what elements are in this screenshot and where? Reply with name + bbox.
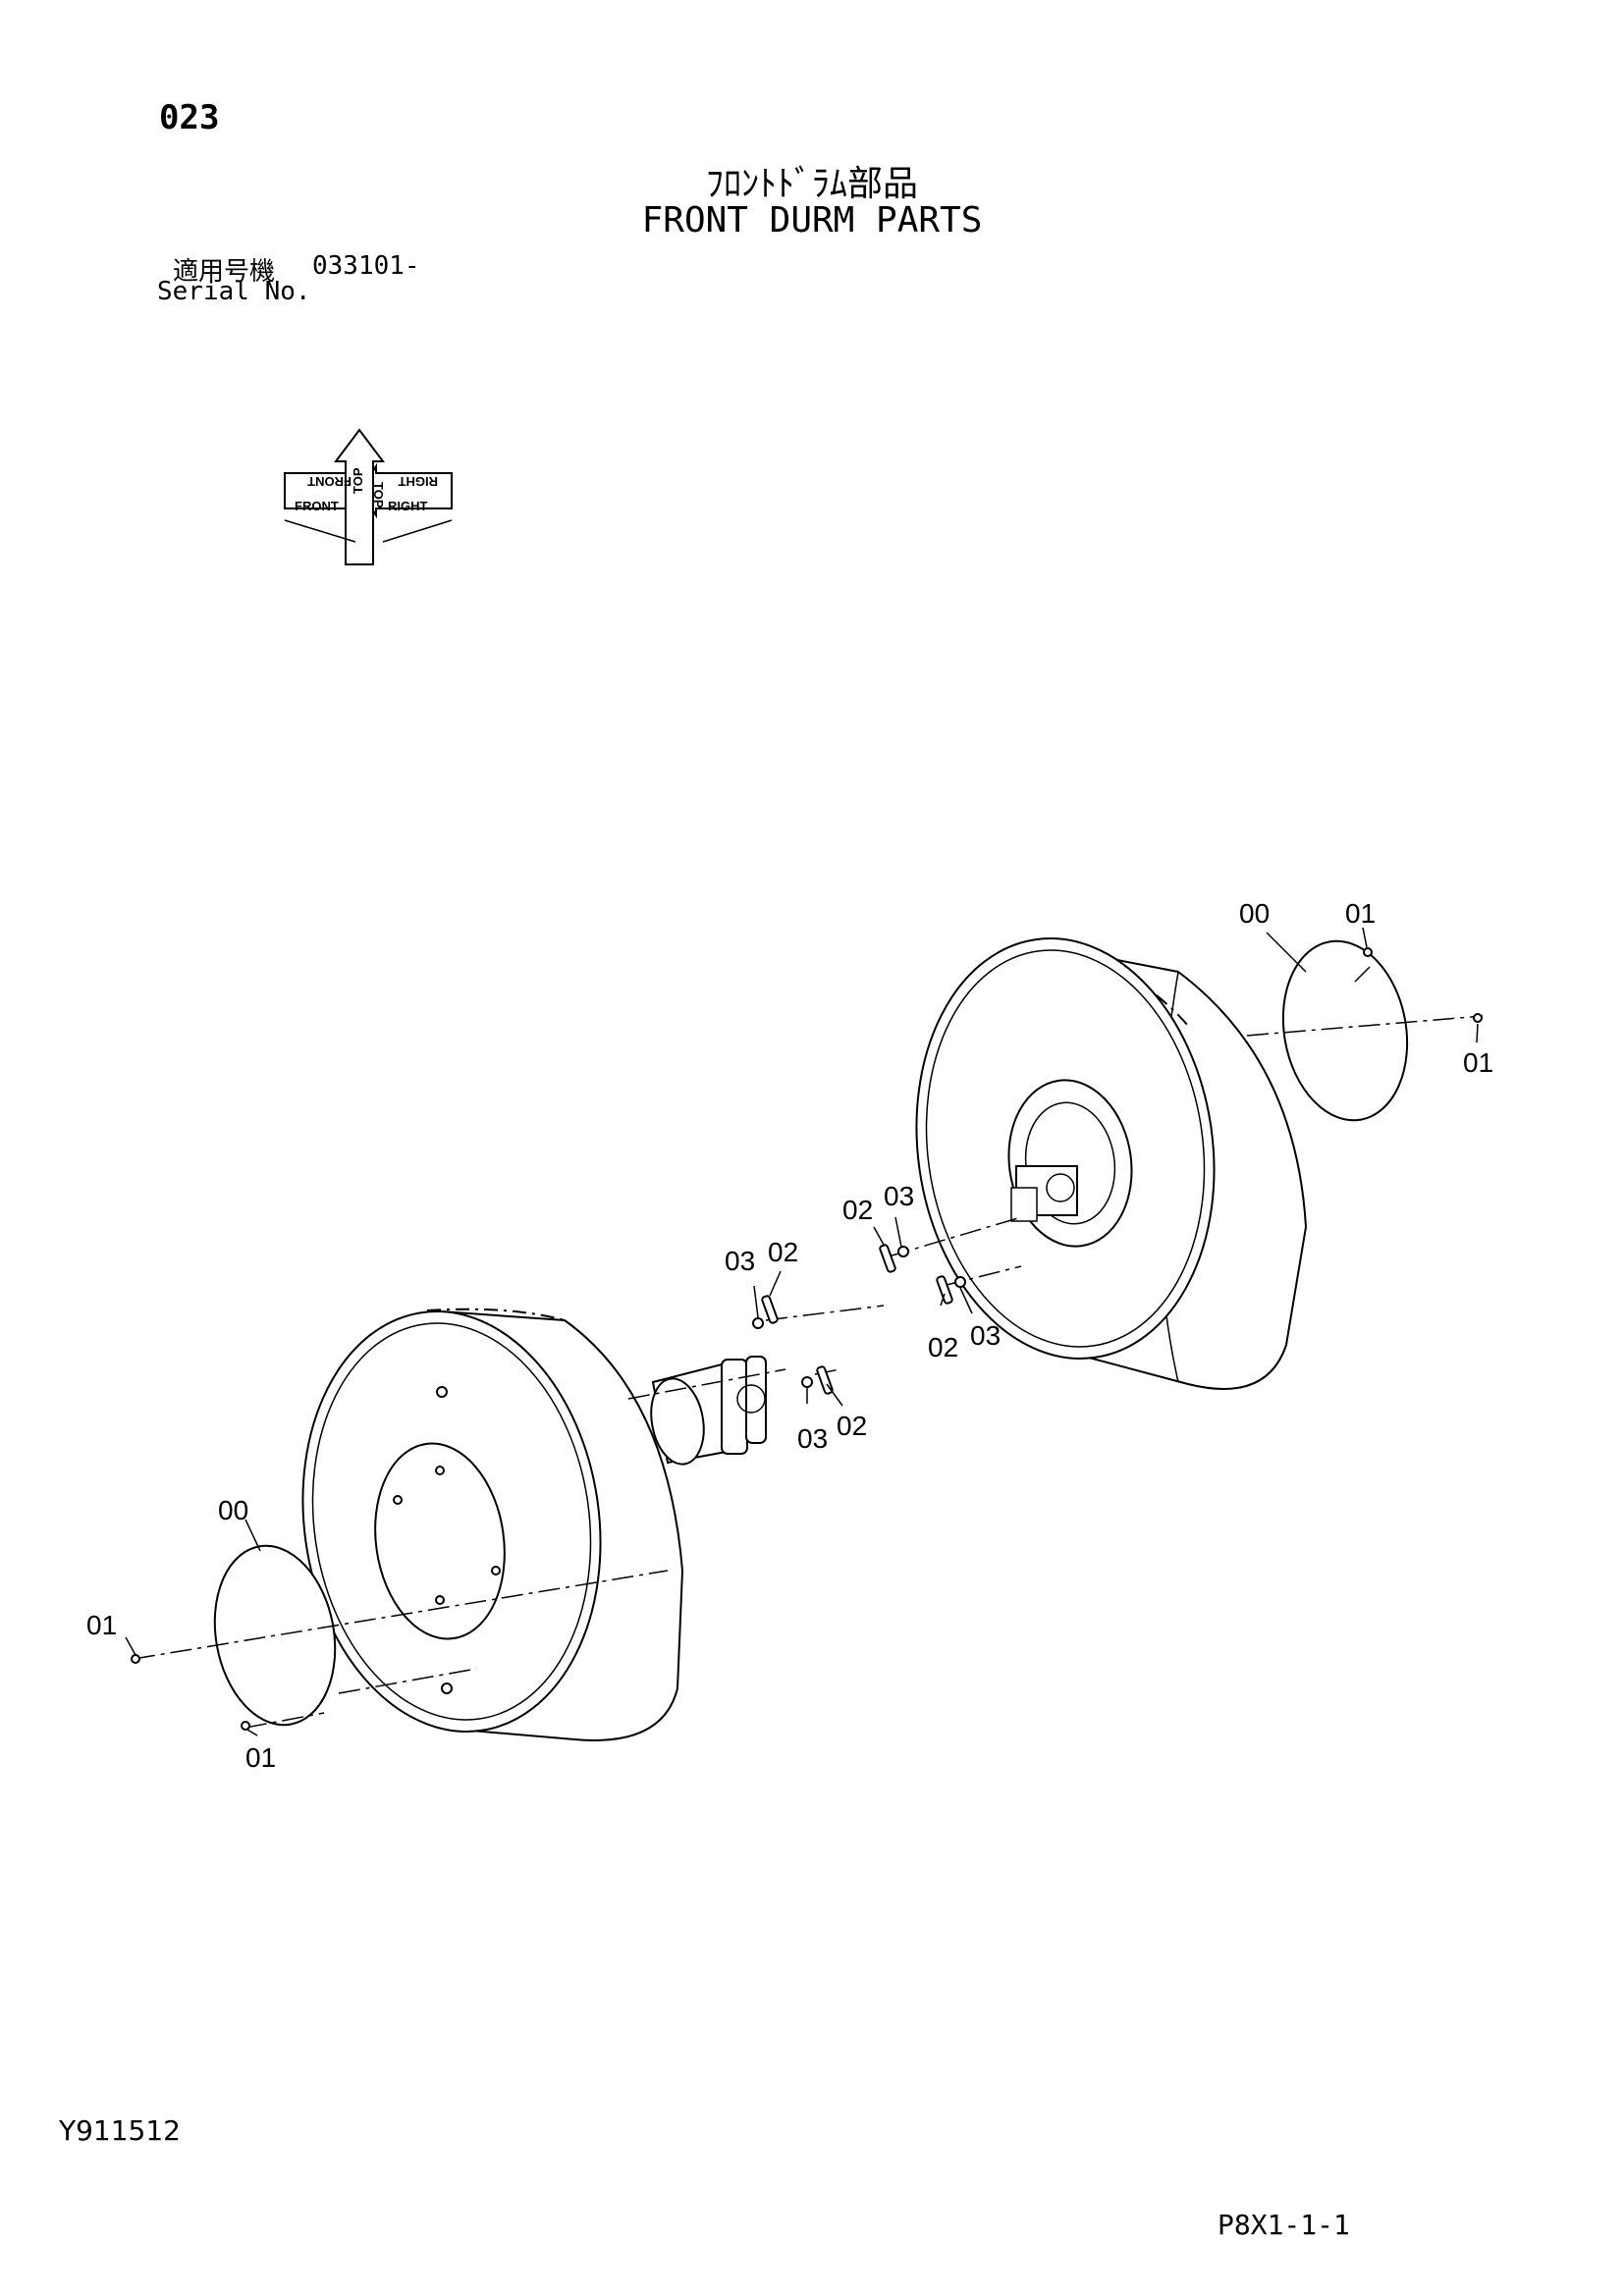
right-drum-face	[915, 937, 1216, 1360]
callout-right-upper-washer: 03	[884, 1181, 914, 1211]
serial-label-japanese: 適用号機	[173, 257, 276, 287]
orient-front-mirror-label: FRONT	[307, 474, 352, 489]
right-drum	[915, 937, 1308, 1390]
right-drum-cover-plate	[1281, 939, 1409, 1122]
title-english: FRONT DURM PARTS	[641, 200, 983, 240]
callout-right-side-bolt: 01	[1463, 1047, 1493, 1078]
orient-right-label: RIGHT	[388, 499, 428, 513]
serial-number-value: 033101-	[312, 251, 420, 281]
right-lower-bolt	[936, 1275, 953, 1305]
callout-right-drum-cover: 00	[1239, 898, 1270, 929]
right-upper-washer	[897, 1246, 909, 1257]
left-drum-face	[301, 1310, 602, 1733]
callout-motor-upper-washer: 03	[725, 1246, 755, 1276]
right-cover-bolt-top	[1363, 947, 1373, 957]
callout-right-lower-washer: 03	[970, 1320, 1001, 1351]
motor-upper-washer	[752, 1317, 764, 1329]
callout-motor-upper-bolt: 02	[768, 1237, 798, 1267]
right-drum-hub-ring	[1007, 1079, 1133, 1248]
page-number: 023	[159, 98, 220, 137]
motor-lower-washer	[801, 1376, 813, 1388]
fasteners	[131, 947, 1483, 1731]
callout-right-upper-bolt: 02	[842, 1195, 873, 1225]
callout-left-cover-bolt: 01	[86, 1610, 117, 1640]
orient-top-label: TOP	[351, 467, 365, 494]
left-cover-bolt	[131, 1654, 140, 1664]
callout-motor-lower-bolt: 02	[837, 1411, 867, 1441]
assembly-centerlines	[133, 966, 1484, 1729]
title-japanese: ﾌﾛﾝﾄﾄﾞﾗﾑ部品	[705, 164, 918, 204]
callout-right-lower-bolt: 02	[928, 1332, 958, 1362]
motor-upper-bolt	[761, 1295, 779, 1324]
callout-leaders	[125, 927, 1479, 1736]
orient-front-label: FRONT	[295, 499, 339, 513]
callout-left-bottom-bolt: 01	[245, 1742, 276, 1773]
left-drum	[301, 1308, 684, 1741]
callout-right-cover-top-bolt: 01	[1345, 898, 1376, 929]
sheet-code: P8X1-1-1	[1218, 2209, 1350, 2241]
left-bottom-bolt	[241, 1721, 250, 1731]
callout-motor-lower-washer: 03	[797, 1423, 828, 1454]
serial-label-english: Serial No.	[157, 277, 311, 306]
right-lower-washer	[954, 1276, 966, 1288]
right-upper-bolt	[879, 1244, 896, 1273]
right-side-bolt	[1473, 1013, 1483, 1023]
callout-left-drum-cover: 00	[218, 1495, 248, 1525]
left-drum-hub-ring	[374, 1442, 506, 1640]
orient-top-mirror-label: TOP	[371, 482, 386, 508]
orient-right-mirror-label: RIGHT	[399, 474, 439, 489]
top-arrow-shape	[334, 428, 385, 565]
left-drive-motor	[650, 1356, 767, 1466]
orientation-indicator: FRONT RIGHT TOP TOP FRONT RIGHT	[284, 428, 453, 565]
drawing-code: Y911512	[59, 2114, 181, 2147]
